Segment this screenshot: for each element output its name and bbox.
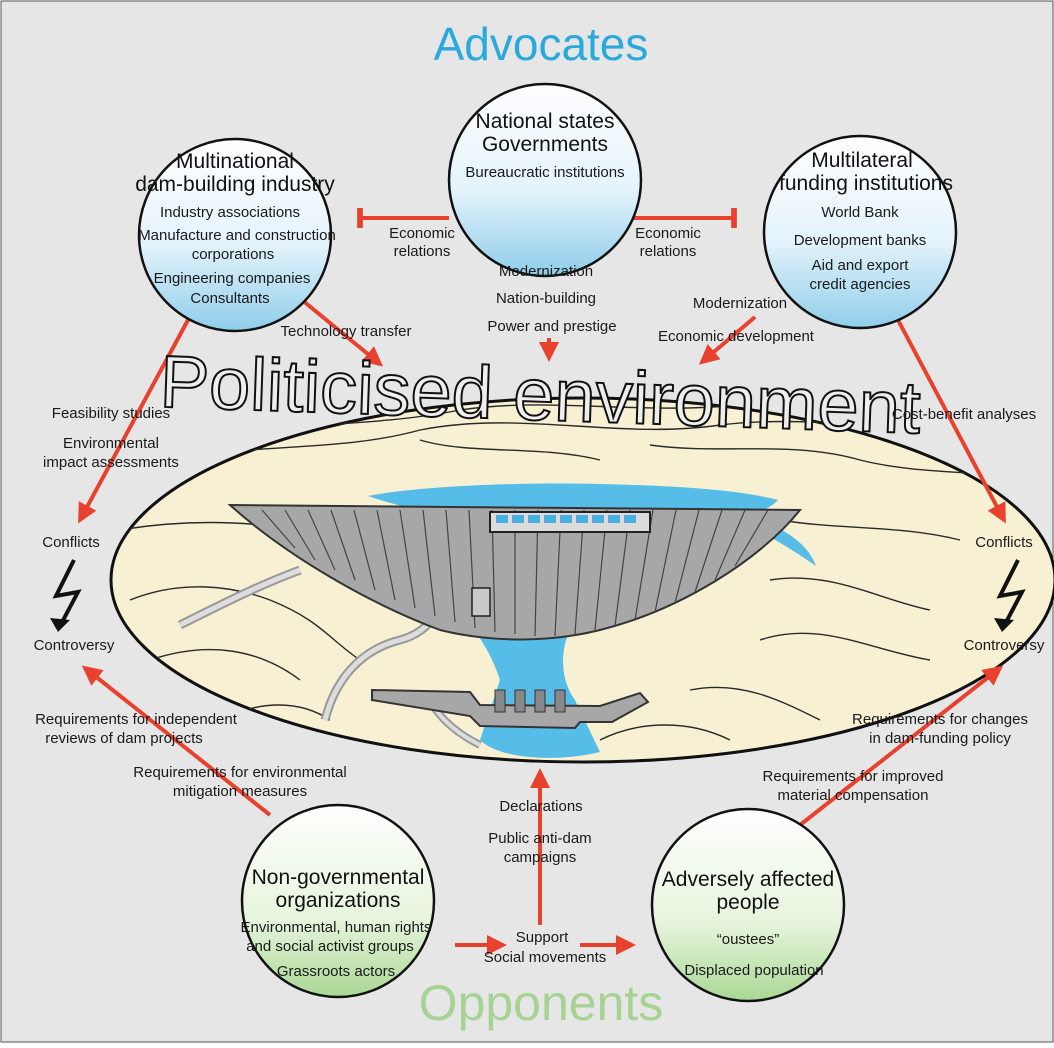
support-label: Support bbox=[516, 929, 569, 946]
economic-relations-left-line-1: Economic bbox=[389, 225, 455, 242]
funding-item-1: World Bank bbox=[821, 204, 899, 221]
funding-item-4: credit agencies bbox=[810, 276, 911, 293]
affected-req-policy-line-2: in dam-funding policy bbox=[869, 730, 1011, 747]
funding-title-line-2: funding institutions bbox=[779, 172, 953, 195]
powerhouse bbox=[371, 688, 650, 730]
actor-national-states: National states Governments Bureaucratic… bbox=[447, 82, 643, 278]
national-title-line-2: Governments bbox=[482, 133, 608, 156]
ngo-title-line-1: Non-governmental bbox=[252, 866, 425, 889]
ngo-title-line-2: organizations bbox=[276, 889, 401, 912]
left-studies-line-1: Feasibility studies bbox=[52, 405, 170, 422]
left-studies-line-2: Environmental bbox=[63, 435, 159, 452]
industry-item-4: Engineering companies bbox=[154, 270, 311, 287]
national-motive-1: Modernization bbox=[499, 263, 593, 280]
industry-title-line-1: Multinational bbox=[176, 150, 294, 173]
industry-item-3: corporations bbox=[192, 246, 275, 263]
affected-req-policy-line-1: Requirements for changes bbox=[852, 711, 1028, 728]
ngo-item-3: Grassroots actors bbox=[277, 963, 395, 980]
industry-to-conflicts-arrow bbox=[78, 319, 190, 524]
national-item-1: Bureaucratic institutions bbox=[465, 164, 624, 181]
relation-labels: Economic relations Economic relations Mo… bbox=[34, 225, 1045, 966]
campaigns-line-1: Public anti-dam bbox=[488, 830, 591, 847]
actor-adversely-affected-people: Adversely affected people “oustees” Disp… bbox=[650, 807, 846, 1003]
conflicts-left-label: Conflicts bbox=[42, 534, 100, 551]
conflicts-right-label: Conflicts bbox=[975, 534, 1033, 551]
relation-arrows bbox=[78, 208, 1006, 955]
industry-item-5: Consultants bbox=[190, 290, 269, 307]
lightning-bolt-right-icon bbox=[994, 559, 1026, 632]
controversy-right-label: Controversy bbox=[964, 637, 1045, 654]
affected-item-2: Displaced population bbox=[684, 962, 823, 979]
left-studies-line-3: impact assessments bbox=[43, 454, 179, 471]
declarations-label: Declarations bbox=[499, 798, 582, 815]
ngo-req-mitigation-line-2: mitigation measures bbox=[173, 783, 307, 800]
controversy-left-label: Controversy bbox=[34, 637, 115, 654]
economic-relations-left-line-2: relations bbox=[394, 243, 451, 260]
affected-req-compensation-line-2: material compensation bbox=[778, 787, 929, 804]
ngo-req-reviews-line-1: Requirements for independent bbox=[35, 711, 238, 728]
economic-relations-right-line-2: relations bbox=[640, 243, 697, 260]
affected-title-line-1: Adversely affected bbox=[662, 868, 834, 891]
lightning-bolt-left-icon bbox=[50, 559, 82, 632]
opponents-title: Opponents bbox=[419, 975, 664, 1031]
national-motive-2: Nation-building bbox=[496, 290, 596, 307]
funding-motives-arrow bbox=[698, 315, 757, 365]
affected-item-1: “oustees” bbox=[717, 931, 780, 948]
affected-req-compensation-line-1: Requirements for improved bbox=[763, 768, 944, 785]
campaigns-line-2: campaigns bbox=[504, 849, 577, 866]
actor-funding-institutions: Multilateral funding institutions World … bbox=[762, 134, 958, 330]
technology-transfer-label: Technology transfer bbox=[281, 323, 412, 340]
funding-motive-2: Economic development bbox=[658, 328, 815, 345]
social-movements-label: Social movements bbox=[484, 949, 607, 966]
industry-item-1: Industry associations bbox=[160, 204, 300, 221]
funding-motive-1: Modernization bbox=[693, 295, 787, 312]
national-title-line-1: National states bbox=[476, 110, 615, 133]
funding-title-line-1: Multilateral bbox=[811, 149, 913, 172]
right-studies-label: Cost-benefit analyses bbox=[892, 406, 1036, 423]
actor-dam-building-industry: Multinational dam-building industry Indu… bbox=[135, 137, 336, 333]
economic-relations-right-line-1: Economic bbox=[635, 225, 701, 242]
industry-item-2: Manufacture and construction bbox=[138, 227, 336, 244]
national-motive-3: Power and prestige bbox=[487, 318, 616, 335]
funding-to-conflicts-arrow bbox=[896, 319, 1006, 524]
affected-to-controversy-arrow bbox=[798, 665, 1004, 827]
ngo-item-1: Environmental, human rights bbox=[241, 919, 432, 936]
actor-non-governmental-organizations: Non-governmental organizations Environme… bbox=[241, 803, 436, 999]
ngo-to-controversy-arrow bbox=[81, 665, 272, 817]
dam-landscape-illustration bbox=[109, 396, 1054, 764]
advocates-title: Advocates bbox=[434, 18, 649, 70]
ngo-item-2: and social activist groups bbox=[246, 938, 414, 955]
industry-title-line-2: dam-building industry bbox=[135, 173, 335, 196]
technology-transfer-arrow bbox=[300, 298, 384, 367]
affected-title-line-2: people bbox=[716, 891, 779, 914]
ngo-req-reviews-line-2: reviews of dam projects bbox=[45, 730, 203, 747]
funding-item-3: Aid and export bbox=[812, 257, 910, 274]
funding-item-2: Development banks bbox=[794, 232, 927, 249]
ngo-req-mitigation-line-1: Requirements for environmental bbox=[133, 764, 346, 781]
